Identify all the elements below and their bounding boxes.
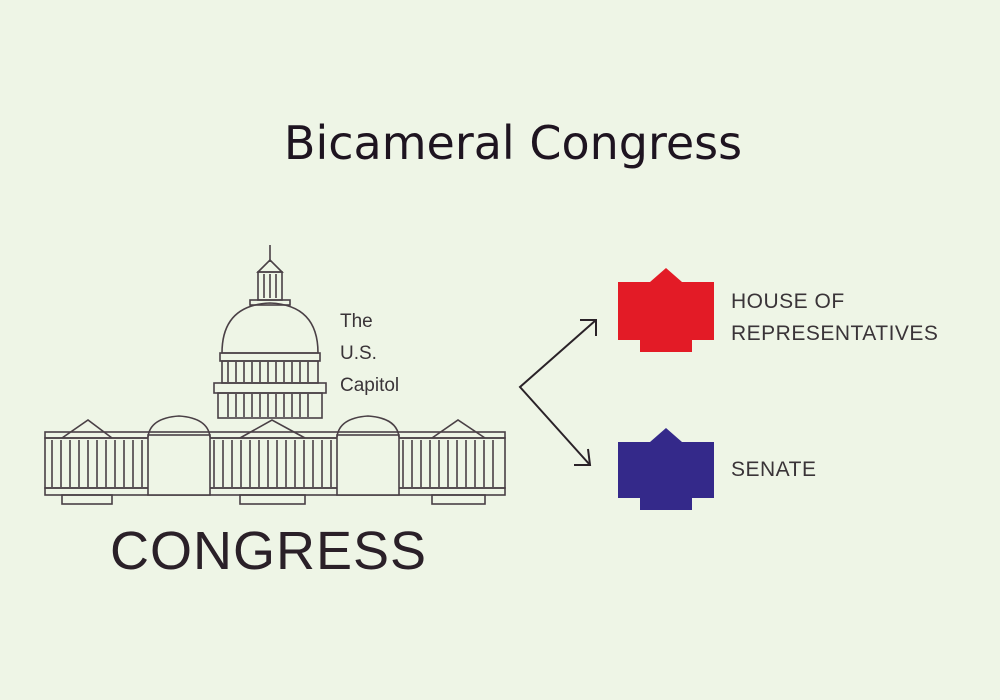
house-label-line: REPRESENTATIVES — [731, 322, 939, 345]
branch-arrows — [518, 319, 597, 466]
senate-label: SENATE — [731, 458, 817, 481]
capitol-label-line: The — [340, 311, 373, 332]
house-label: HOUSE OF REPRESENTATIVES — [731, 286, 938, 350]
capitol-building-icon — [44, 245, 506, 505]
capitol-label-line: U.S. — [340, 343, 377, 364]
capitol-label-line: Capitol — [340, 375, 400, 396]
page-title: Bicameral Congress — [283, 116, 743, 170]
senate-building-icon — [618, 428, 714, 510]
congress-label: CONGRESS — [110, 521, 428, 581]
capitol-label: The U.S. Capitol — [340, 306, 399, 402]
house-label-line: HOUSE OF — [731, 290, 845, 313]
house-building-icon — [618, 268, 714, 352]
